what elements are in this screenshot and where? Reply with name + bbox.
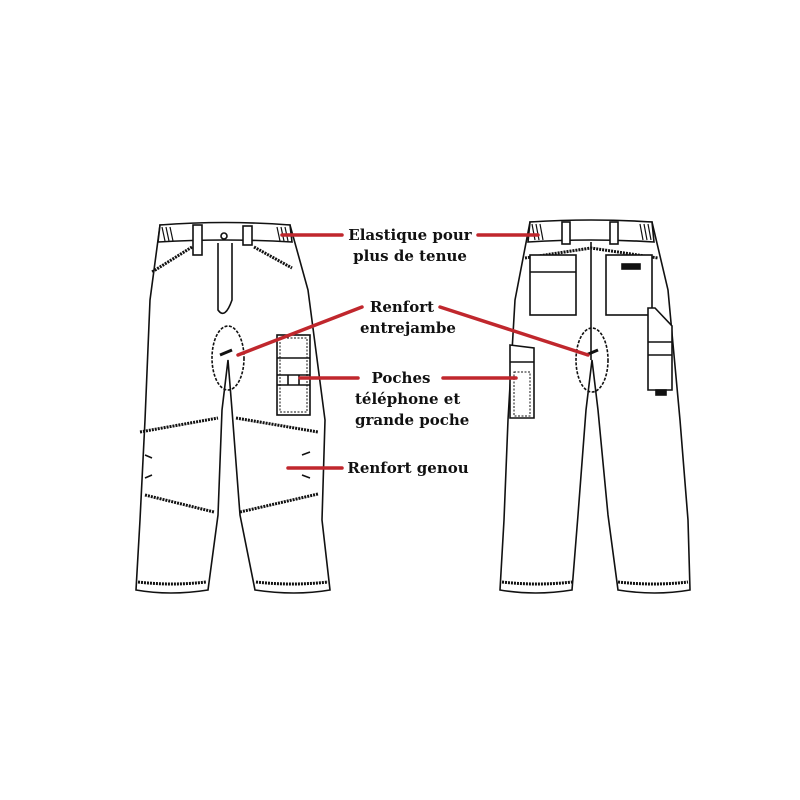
knee-reinforcement: [139, 416, 319, 514]
label-waist: Elastique pour plus de tenue: [343, 225, 477, 267]
belt-loop: [561, 221, 571, 245]
label-crotch-line1: Renfort: [369, 298, 435, 316]
callout-line-crotch-front: [236, 305, 364, 357]
waistband-elastic-right: [639, 223, 652, 241]
waistband-elastic-left: [161, 226, 174, 242]
back-trousers: [499, 219, 691, 594]
waistband-elastic-left: [531, 223, 544, 241]
crotch-reinforcement: [575, 327, 609, 393]
label-pockets-line1: Poches: [371, 369, 431, 387]
belt-loop: [609, 221, 619, 245]
label-knee-line1: Renfort genou: [347, 459, 469, 477]
front-trousers: [135, 221, 331, 594]
callout-line-crotch-back: [438, 305, 590, 357]
belt-loop: [192, 224, 203, 256]
phone-pocket: [509, 344, 535, 419]
label-pockets-line2: téléphone et: [355, 390, 461, 408]
label-waist-line1: Elastique pour: [348, 226, 472, 244]
label-pockets: Poches téléphone et grande poche: [355, 368, 470, 431]
side-pocket: [647, 307, 673, 391]
label-pockets-line3: grande poche: [355, 411, 470, 429]
back-pocket-left: [529, 254, 577, 316]
waistband: [157, 221, 293, 243]
label-crotch: Renfort entrejambe: [360, 297, 456, 339]
belt-loop: [242, 225, 253, 246]
label-knee: Renfort genou: [343, 458, 473, 479]
crotch-reinforcement: [211, 325, 245, 391]
label-crotch-line2: entrejambe: [360, 319, 456, 337]
label-waist-line2: plus de tenue: [353, 247, 467, 265]
button: [220, 232, 228, 240]
waistband: [527, 219, 655, 243]
